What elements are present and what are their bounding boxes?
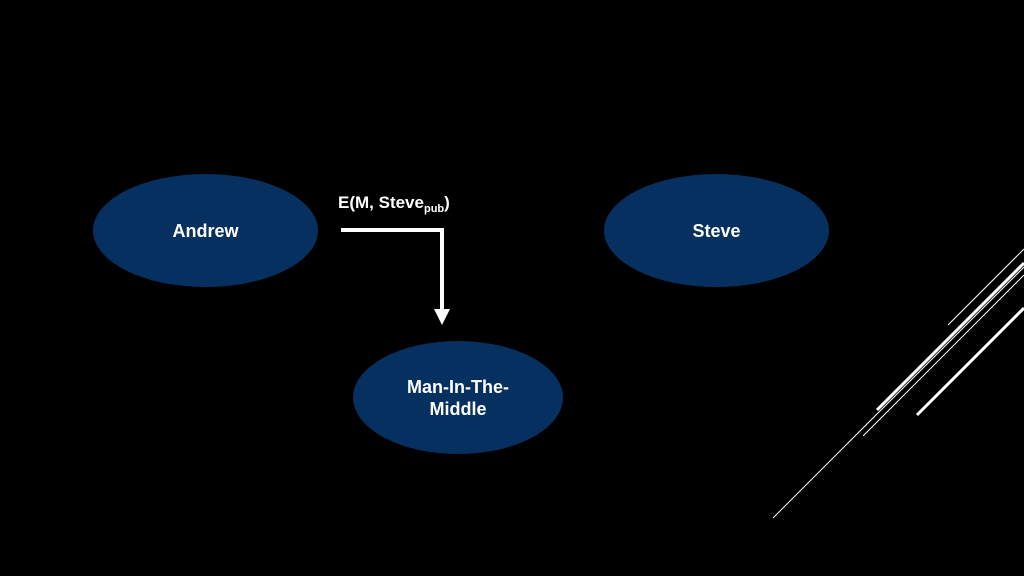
steve-node: Steve xyxy=(604,174,829,287)
arrow-head-icon xyxy=(434,309,450,325)
man-in-the-middle-node: Man-In-The-Middle xyxy=(353,341,563,454)
message-subscript: pub xyxy=(423,203,445,215)
decor-line-3 xyxy=(915,306,1024,417)
message-label: E(M, Stevepub) xyxy=(338,193,450,215)
decor-line-1 xyxy=(947,248,1024,326)
man-in-the-middle-label: Man-In-The-Middle xyxy=(407,376,509,419)
andrew-node: Andrew xyxy=(93,174,318,287)
steve-label: Steve xyxy=(692,220,741,241)
message-suffix: ) xyxy=(444,193,450,212)
message-prefix: E(M, Steve xyxy=(338,193,424,212)
decor-line-2 xyxy=(875,261,1024,412)
decor-line-4 xyxy=(862,274,1024,437)
diagonal-lines-decoration xyxy=(772,248,1024,519)
arrow-andrew-to-mitm-line xyxy=(341,228,444,311)
andrew-label: Andrew xyxy=(172,220,239,241)
decor-line-5 xyxy=(772,266,1024,519)
